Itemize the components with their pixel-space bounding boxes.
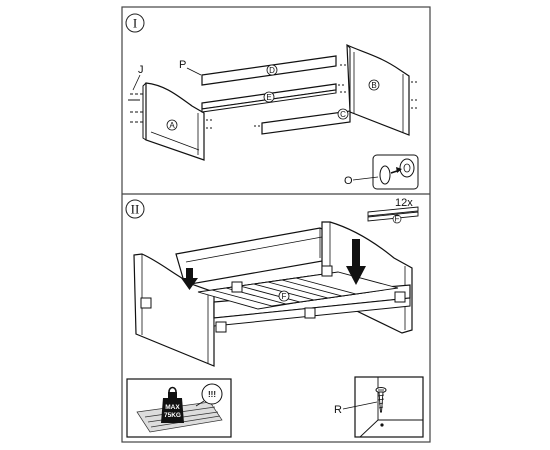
step-1: I A J B (125, 13, 419, 190)
slat-quantity: 12x (395, 197, 413, 209)
label-a: A (169, 121, 175, 130)
weight-icon (161, 398, 184, 423)
label-f: F (282, 292, 287, 301)
bed-slats (197, 271, 399, 310)
weight-warning-inset: MAX 75KG !!! (126, 378, 232, 438)
weight-warning-symbol: !!! (208, 390, 216, 399)
weight-warning-line1: MAX (165, 404, 180, 411)
leader-p (186, 67, 202, 76)
left-side-panel (133, 253, 215, 367)
side-panel-b: B (340, 44, 418, 136)
rail-e: E (201, 83, 346, 113)
slat-quantity-inset: F (367, 206, 419, 224)
leader-o (352, 176, 379, 181)
label-b: B (371, 81, 376, 90)
side-panel-a: A (128, 82, 212, 161)
step-2-number: II (131, 202, 140, 217)
outer-frame (121, 6, 431, 443)
press-down-arrow-right (346, 239, 366, 285)
label-e: E (266, 93, 271, 102)
step-2: II F 12x (125, 197, 424, 438)
press-down-arrow-left (181, 268, 198, 290)
step-1-badge (125, 13, 145, 33)
step-2-badge (125, 199, 145, 219)
leader-r (342, 401, 378, 410)
cam-lock-detail (372, 154, 419, 190)
warning-bubble (201, 383, 223, 405)
leader-j (132, 74, 141, 91)
label-p: P (179, 59, 186, 71)
weight-warning-line2: 75KG (164, 412, 181, 419)
label-r: R (334, 404, 342, 416)
label-d: D (269, 66, 275, 75)
label-c: C (340, 110, 346, 119)
label-o: O (344, 175, 353, 187)
label-j: J (138, 64, 144, 76)
step-1-number: I (133, 16, 137, 31)
rail-d: D (201, 55, 337, 86)
rail-c: C (254, 108, 351, 135)
screw-detail-inset (354, 376, 424, 438)
screw-icon (375, 387, 387, 413)
label-f-inset: F (395, 215, 400, 224)
